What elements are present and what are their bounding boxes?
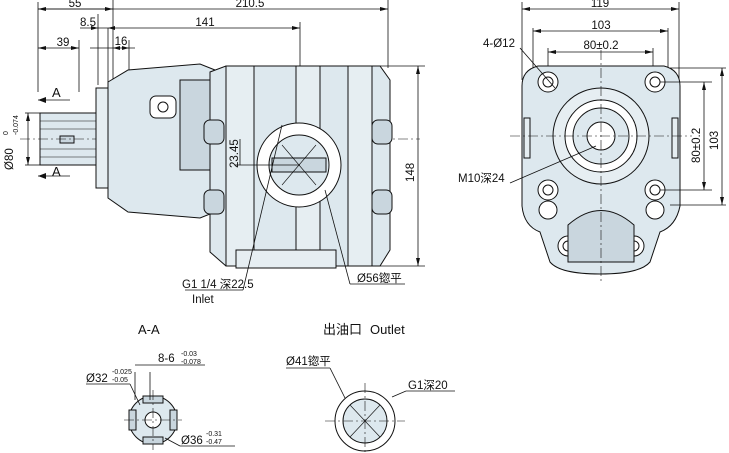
dim-8-5: 8.5 xyxy=(80,17,96,29)
dim-103-side: 103 xyxy=(709,131,721,150)
dim-80-top: 80±0.2 xyxy=(583,40,618,52)
dim-holes: 4-Ø12 xyxy=(483,38,515,50)
outlet-view: 出油口 Outlet Ø41锪平 G1深20 xyxy=(286,322,455,453)
inlet-label: Inlet xyxy=(192,294,215,306)
outlet-title-cn: 出油口 xyxy=(323,322,362,337)
section-label-bottom: A xyxy=(52,164,61,179)
dia-32-tol-lower: -0.05 xyxy=(112,377,128,384)
dia-32-tol-upper: -0.025 xyxy=(112,369,132,376)
dim-shaft-tol-lower: -0.074 xyxy=(13,115,20,135)
front-view: 119 103 80±0.2 xyxy=(458,0,726,282)
section-aa-title: A-A xyxy=(138,322,160,337)
dim-210-5: 210.5 xyxy=(236,0,265,10)
dim-55: 55 xyxy=(69,0,82,10)
dim-80-side: 80±0.2 xyxy=(691,128,703,163)
outlet-thread: G1深20 xyxy=(408,378,448,392)
dim-103-top: 103 xyxy=(591,20,610,32)
dim-23-45: 23.45 xyxy=(229,139,241,168)
spline-tol-upper: -0.03 xyxy=(181,351,197,358)
shaft xyxy=(20,112,420,166)
dim-16: 16 xyxy=(115,36,128,48)
dim-shaft-dia: Ø80 xyxy=(4,148,16,170)
outlet-spotface: Ø41锪平 xyxy=(286,354,331,368)
dia-36-tol-upper: -0.31 xyxy=(206,431,222,438)
dia-36: Ø36 xyxy=(181,435,203,447)
dia-32: Ø32 xyxy=(86,373,108,385)
inlet-thread-label: G1 1/4 深22.5 xyxy=(182,277,254,291)
section-aa: A-A 8-6 -0.03 -0.078 Ø32 -0.025 -0.05 Ø3… xyxy=(86,322,235,450)
section-marker-a: A A xyxy=(38,85,70,179)
dia-36-tol-lower: -0.47 xyxy=(206,439,222,446)
dim-141: 141 xyxy=(195,17,214,29)
dim-39: 39 xyxy=(57,37,70,49)
dim-148: 148 xyxy=(405,163,417,182)
side-view-dimensions: 210.5 55 8.5 141 39 16 xyxy=(37,0,389,92)
dim-119: 119 xyxy=(591,0,609,10)
pump-body-side xyxy=(95,63,393,269)
spline-tol-lower: -0.078 xyxy=(181,359,201,366)
dim-shaft-tol-upper: 0 xyxy=(3,131,10,135)
section-label-top: A xyxy=(52,85,61,100)
inlet-spotface-label: Ø56锪平 xyxy=(357,271,402,285)
side-view: 210.5 55 8.5 141 39 16 xyxy=(3,0,425,306)
spline-teeth: 8-6 xyxy=(158,353,175,365)
outlet-title-en: Outlet xyxy=(370,322,405,337)
dim-thread: M10深24 xyxy=(458,171,505,185)
